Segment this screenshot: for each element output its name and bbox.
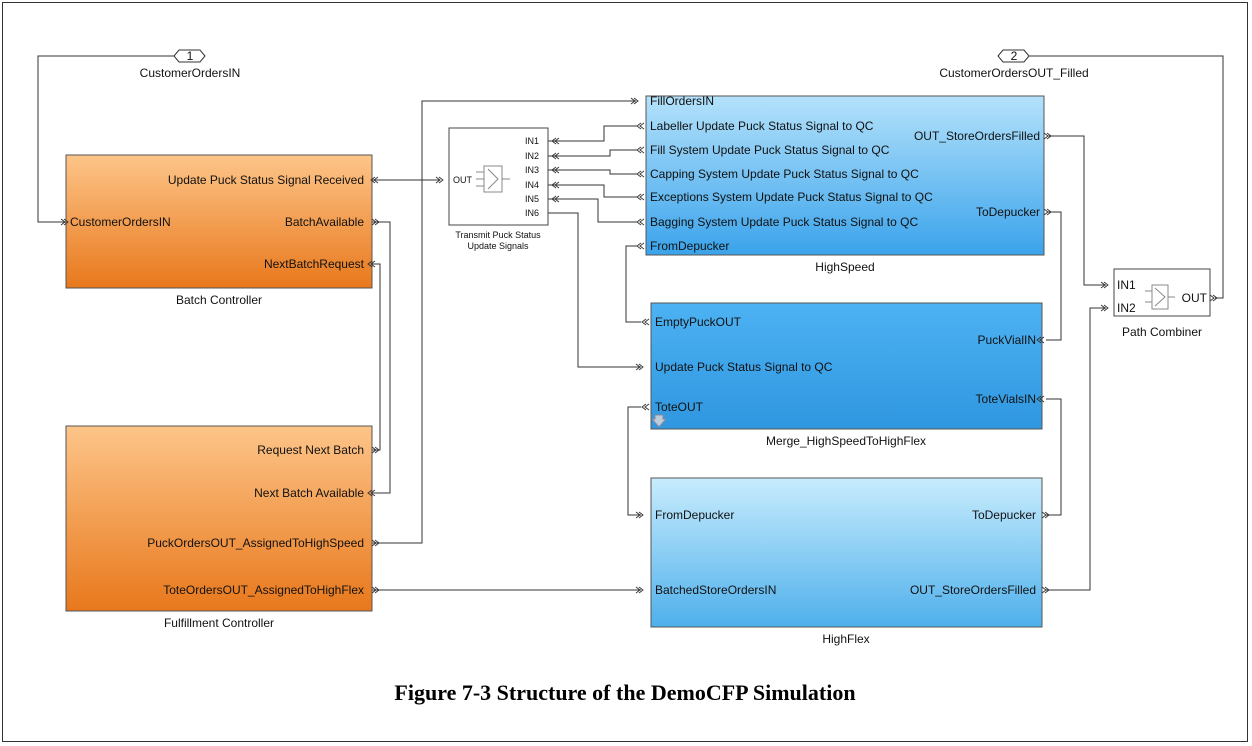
highspeed-input-4: Exceptions System Update Puck Status Sig… xyxy=(650,190,933,204)
transmit-in-3: IN3 xyxy=(525,165,539,175)
port-arrowheads xyxy=(60,97,1218,594)
transmit-out-label: OUT xyxy=(453,175,473,185)
merge-right-0: PuckVialIN xyxy=(978,333,1036,347)
batch-controller-output-2: NextBatchRequest xyxy=(264,257,365,271)
highspeed-output-0: OUT_StoreOrdersFilled xyxy=(914,129,1040,143)
highflex-name: HighFlex xyxy=(822,632,869,646)
path-combiner-block[interactable]: IN1 IN2 OUT Path Combiner xyxy=(1113,268,1211,339)
merge-left-2: ToteOUT xyxy=(655,400,704,414)
signal-lines xyxy=(37,55,1224,591)
fulfillment-output-1: Next Batch Available xyxy=(254,486,364,500)
fulfillment-output-0: Request Next Batch xyxy=(257,443,364,457)
batch-controller-name: Batch Controller xyxy=(176,293,262,307)
path-combiner-out: OUT xyxy=(1182,291,1208,305)
path-combiner-name: Path Combiner xyxy=(1122,325,1202,339)
mux-icon xyxy=(476,165,510,193)
highspeed-output-1: ToDepucker xyxy=(976,205,1040,219)
transmit-name-line1: Transmit Puck Status xyxy=(455,230,541,240)
batch-controller-input-label: CustomerOrdersIN xyxy=(70,215,171,229)
inport-1[interactable]: 1 CustomerOrdersIN xyxy=(140,49,241,80)
transmit-in-5: IN5 xyxy=(525,194,539,204)
highspeed-block[interactable]: FillOrdersIN Labeller Update Puck Status… xyxy=(645,94,1045,274)
transmit-in-4: IN4 xyxy=(525,180,539,190)
highspeed-input-5: Bagging System Update Puck Status Signal… xyxy=(650,215,918,229)
highflex-left-0: FromDepucker xyxy=(655,508,734,522)
transmit-in-1: IN1 xyxy=(525,136,539,146)
merge-right-1: ToteVialsIN xyxy=(976,392,1036,406)
highspeed-input-2: Fill System Update Puck Status Signal to… xyxy=(650,143,890,157)
highspeed-input-0: FillOrdersIN xyxy=(650,94,714,108)
highspeed-input-1: Labeller Update Puck Status Signal to QC xyxy=(650,119,874,133)
figure-caption: Figure 7-3 Structure of the DemoCFP Simu… xyxy=(394,680,855,705)
path-combiner-in-2: IN2 xyxy=(1117,301,1136,315)
fulfillment-output-2: PuckOrdersOUT_AssignedToHighSpeed xyxy=(147,536,364,550)
batch-controller-output-1: BatchAvailable xyxy=(285,215,364,229)
highflex-left-1: BatchedStoreOrdersIN xyxy=(655,583,776,597)
transmit-in-2: IN2 xyxy=(525,151,539,161)
transmit-in-6: IN6 xyxy=(525,208,539,218)
highspeed-input-3: Capping System Update Puck Status Signal… xyxy=(650,167,919,181)
merge-left-0: EmptyPuckOUT xyxy=(655,315,742,329)
inport-1-label: CustomerOrdersIN xyxy=(140,66,241,80)
highspeed-name: HighSpeed xyxy=(815,260,874,274)
batch-controller-block[interactable]: CustomerOrdersIN Update Puck Status Sign… xyxy=(65,154,373,307)
highflex-block[interactable]: FromDepucker BatchedStoreOrdersIN ToDepu… xyxy=(650,477,1043,646)
transmit-puck-status-block[interactable]: OUT IN1 IN2 IN3 IN4 IN5 IN6 Transmit Puc… xyxy=(448,127,549,251)
merge-block[interactable]: EmptyPuckOUT Update Puck Status Signal t… xyxy=(650,302,1043,448)
batch-controller-output-0: Update Puck Status Signal Received xyxy=(168,173,364,187)
mux-icon xyxy=(1145,284,1175,310)
outport-2-number: 2 xyxy=(1011,49,1018,63)
fulfillment-output-3: ToteOrdersOUT_AssignedToHighFlex xyxy=(163,583,364,597)
highflex-right-1: OUT_StoreOrdersFilled xyxy=(910,583,1036,597)
merge-left-1: Update Puck Status Signal to QC xyxy=(655,360,833,374)
highspeed-input-6: FromDepucker xyxy=(650,239,729,253)
down-arrow-icon xyxy=(650,414,668,428)
merge-name: Merge_HighSpeedToHighFlex xyxy=(766,434,926,448)
path-combiner-in-1: IN1 xyxy=(1117,278,1136,292)
highflex-right-0: ToDepucker xyxy=(972,508,1036,522)
outport-2-label: CustomerOrdersOUT_Filled xyxy=(939,66,1088,80)
inport-1-number: 1 xyxy=(187,49,194,63)
outport-2[interactable]: 2 CustomerOrdersOUT_Filled xyxy=(939,49,1088,80)
fulfillment-controller-block[interactable]: Request Next Batch Next Batch Available … xyxy=(65,425,373,630)
fulfillment-controller-name: Fulfillment Controller xyxy=(164,616,274,630)
transmit-name-line2: Update Signals xyxy=(467,241,529,251)
